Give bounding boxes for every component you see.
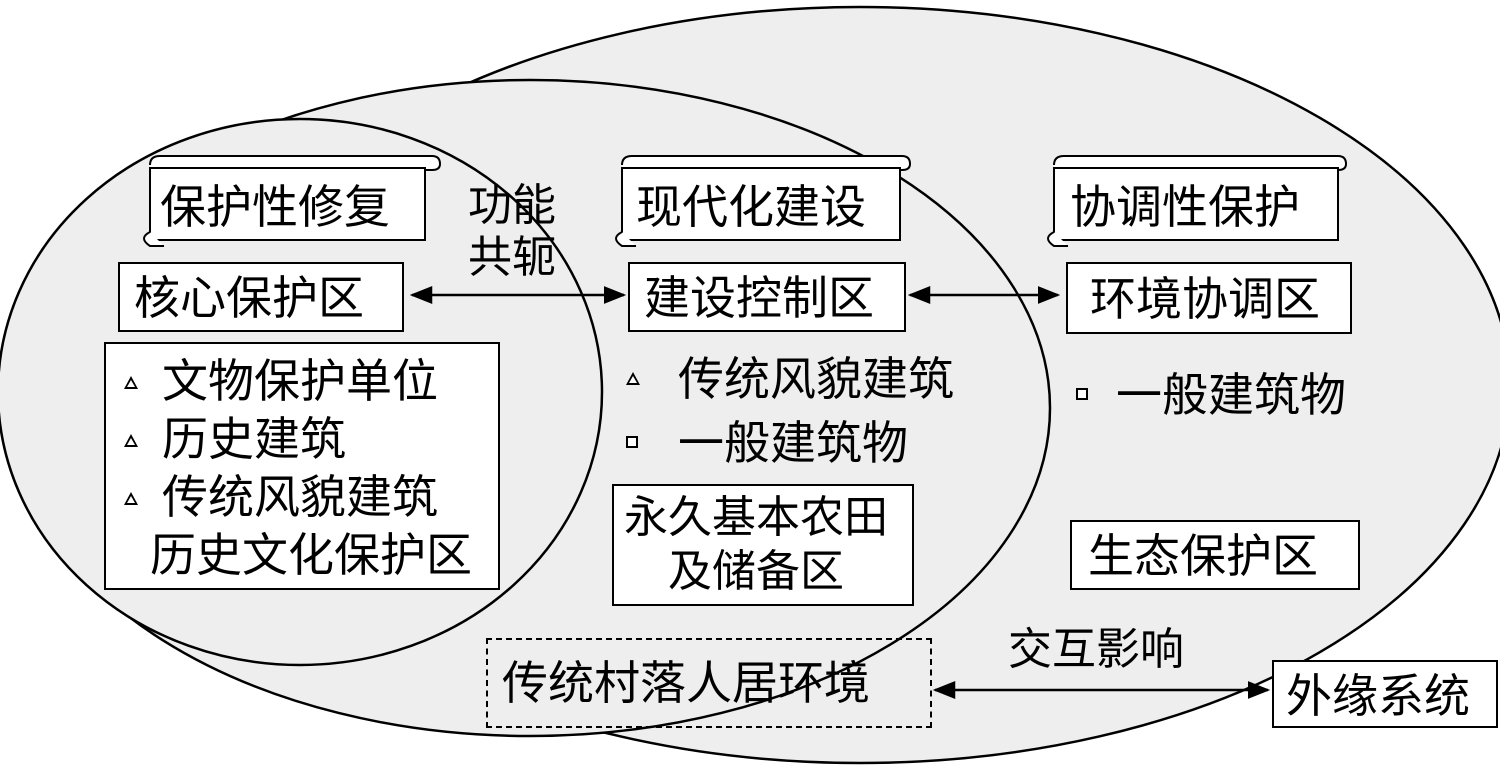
function-conjugate-label: 功能 共轭: [468, 180, 556, 283]
scroll-title-modernization: 现代化建设: [636, 180, 866, 234]
scroll-left: [143, 155, 442, 247]
scroll-title-coordination: 协调性保护: [1070, 180, 1300, 234]
construction-zone-label: 建设控制区: [644, 271, 874, 325]
construction-list-item-1: 传统风貌建筑: [678, 352, 954, 406]
triangle-bullet-icon: [124, 376, 138, 389]
environment-zone-box: 环境协调区: [1066, 262, 1352, 334]
construction-zone-box: 建设控制区: [628, 262, 906, 332]
triangle-bullet-icon: [626, 372, 640, 385]
scroll-middle: [615, 155, 912, 247]
core-building-list: 文物保护单位 历史建筑 传统风貌建筑 历史文化保护区: [104, 342, 500, 590]
core-zone-box: 核心保护区: [118, 262, 404, 332]
environment-list-item-1: 一般建筑物: [1116, 368, 1346, 422]
environment-zone-label: 环境协调区: [1090, 272, 1320, 326]
construction-list-item-2: 一般建筑物: [678, 416, 908, 470]
farmland-label-line1: 永久基本农田: [624, 492, 888, 543]
triangle-bullet-icon: [124, 492, 138, 505]
core-zone-label: 核心保护区: [134, 271, 364, 325]
core-list-item-1: 文物保护单位: [162, 354, 438, 408]
farmland-label-line2: 及储备区: [668, 546, 844, 597]
farmland-reserve-box: 永久基本农田 及储备区: [612, 484, 914, 606]
ecological-zone-label: 生态保护区: [1088, 529, 1318, 583]
ecological-zone-box: 生态保护区: [1070, 520, 1360, 590]
external-system-label: 外缘系统: [1286, 669, 1470, 723]
core-list-item-3: 传统风貌建筑: [162, 470, 438, 524]
external-system-box: 外缘系统: [1272, 660, 1498, 728]
core-list-item-4: 历史文化保护区: [150, 528, 472, 582]
square-bullet-icon: [1076, 388, 1088, 400]
interaction-label: 交互影响: [1008, 624, 1184, 675]
settlement-environment-box: 传统村落人居环境: [486, 638, 932, 728]
core-list-item-2: 历史建筑: [162, 412, 346, 466]
triangle-bullet-icon: [124, 434, 138, 447]
square-bullet-icon: [626, 436, 638, 448]
settlement-environment-label: 传统村落人居环境: [502, 656, 870, 710]
scroll-right: [1047, 155, 1348, 247]
scroll-title-restoration: 保护性修复: [160, 180, 390, 234]
